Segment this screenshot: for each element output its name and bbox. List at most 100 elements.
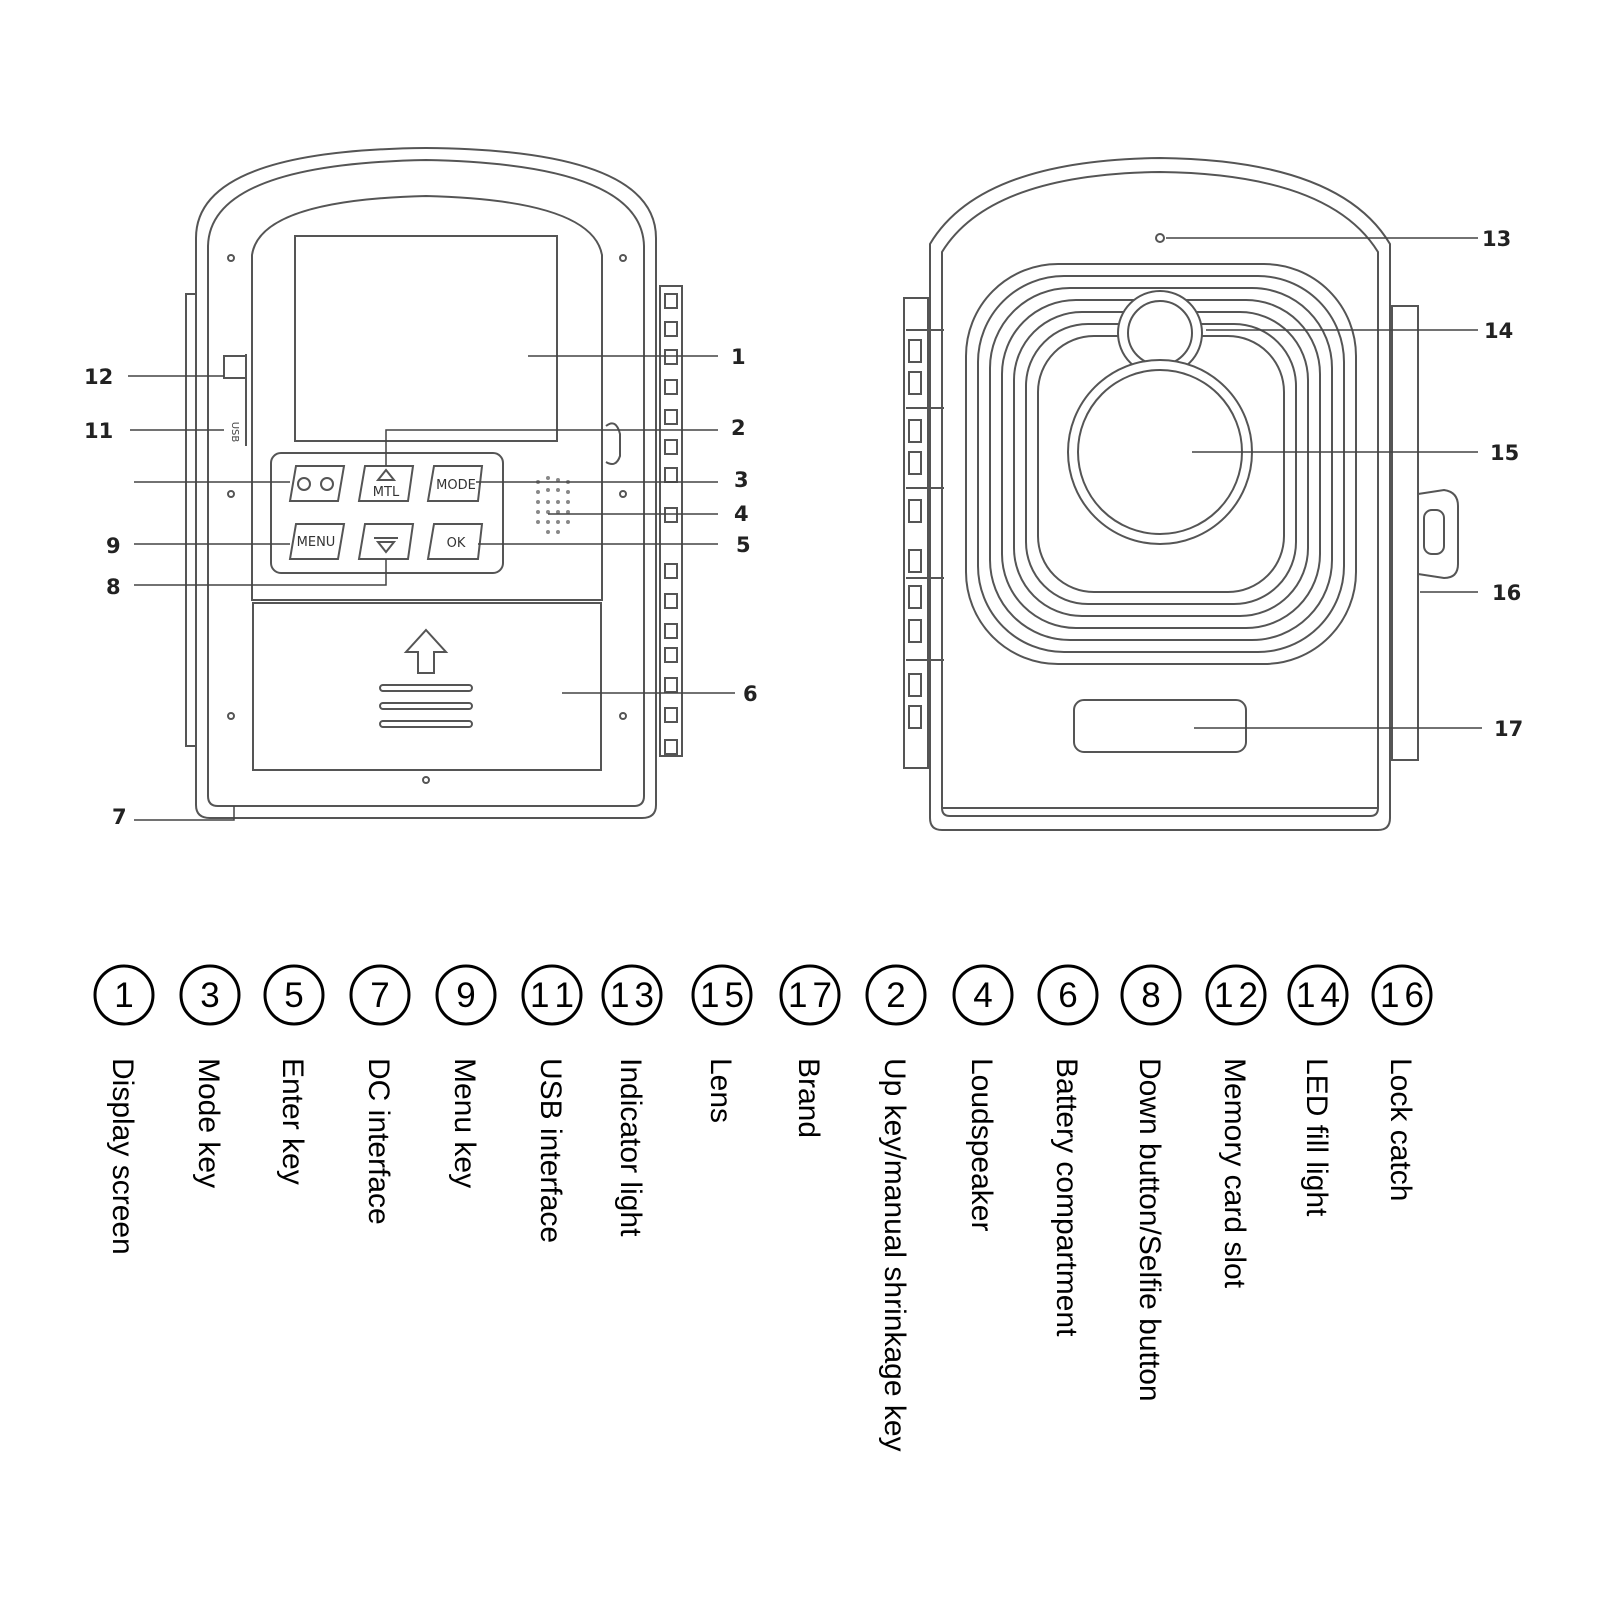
legend-number-16: 16 — [1380, 976, 1424, 1015]
power-icon-alt — [320, 477, 334, 491]
usb-side-label: USB — [229, 422, 240, 443]
legend-number-1: 1 — [114, 976, 133, 1015]
down-selfie-button[interactable] — [357, 523, 415, 560]
legend-number-6: 6 — [1058, 976, 1077, 1015]
legend-label-14: LED fill light — [1300, 1058, 1333, 1217]
legend-number-13: 13 — [610, 976, 654, 1015]
callout-2: 2 — [731, 416, 746, 440]
mode-button[interactable] — [426, 465, 484, 502]
mtl-label: MTL — [373, 485, 400, 500]
legend-circle-16 — [1371, 964, 1433, 1026]
lock-catch — [1417, 488, 1459, 580]
legend-circle-5 — [263, 964, 325, 1026]
legend-number-17: 17 — [788, 976, 832, 1015]
legend-circle-13 — [601, 964, 663, 1026]
legend-label-7: DC interface — [362, 1058, 395, 1225]
legend-label-9: Menu key — [448, 1058, 481, 1188]
callout-5: 5 — [736, 533, 751, 557]
menu-button[interactable] — [288, 523, 346, 560]
legend-circle-3 — [179, 964, 241, 1026]
brand-plate — [1073, 699, 1247, 753]
back-housing-inner — [207, 158, 645, 807]
legend-label-5: Enter key — [276, 1058, 309, 1185]
button-panel — [270, 452, 504, 574]
callout-numbers: 1 2 3 4 5 6 7 8 9 11 12 13 14 15 16 17 — [84, 227, 1523, 829]
front-housing-outer — [929, 156, 1391, 831]
front-leader-lines — [1166, 237, 1482, 729]
camera-front-view — [903, 156, 1459, 831]
legend-number-2: 2 — [886, 976, 905, 1015]
legend-circle-15 — [691, 964, 753, 1026]
callout-14: 14 — [1484, 319, 1513, 343]
power-icon — [297, 477, 311, 491]
callout-16: 16 — [1492, 581, 1521, 605]
front-housing-inner — [941, 170, 1379, 817]
memory-card-slot — [223, 355, 247, 379]
legend-circle-17 — [779, 964, 841, 1026]
battery-compartment — [252, 602, 602, 771]
dc-interface — [605, 422, 621, 465]
legend-number-4: 4 — [973, 976, 992, 1015]
back-housing-outer — [195, 146, 657, 819]
legend-number-15: 15 — [700, 976, 744, 1015]
legend-label-11: USB interface — [534, 1058, 567, 1243]
legend-circle-12 — [1205, 964, 1267, 1026]
legend-circle-6 — [1037, 964, 1099, 1026]
legend-number-3: 3 — [200, 976, 219, 1015]
legend-circle-7 — [349, 964, 411, 1026]
up-mtl-button[interactable] — [357, 465, 415, 502]
up-arrow-icon — [375, 468, 397, 481]
mode-label: MODE — [436, 478, 476, 493]
legend-circle-1 — [93, 964, 155, 1026]
ok-button[interactable] — [426, 523, 484, 560]
callout-7: 7 — [112, 805, 127, 829]
legend-label-1: Display screen — [106, 1058, 139, 1255]
power-button[interactable] — [288, 465, 346, 502]
legend-circle-8 — [1120, 964, 1182, 1026]
indicator-light — [1155, 233, 1165, 243]
legend-circle-2 — [865, 964, 927, 1026]
callout-12: 12 — [84, 365, 113, 389]
speaker-grille — [536, 476, 570, 534]
callout-9: 9 — [106, 534, 121, 558]
menu-label: MENU — [297, 535, 336, 550]
legend-label-12: Memory card slot — [1218, 1058, 1251, 1289]
legend-label-2: Up key/manual shrinkage key — [878, 1058, 911, 1452]
legend-label-16: Lock catch — [1384, 1058, 1417, 1201]
legend-circle-4 — [952, 964, 1014, 1026]
camera-back-view — [185, 146, 683, 819]
back-face-panel — [251, 194, 603, 601]
legend-label-17: Brand — [792, 1058, 825, 1138]
callout-3: 3 — [734, 468, 749, 492]
legend-circle-11 — [521, 964, 583, 1026]
legend-circle-14 — [1287, 964, 1349, 1026]
back-leader-lines — [128, 355, 735, 821]
legend-label-13: Indicator light — [614, 1058, 647, 1237]
callout-15: 15 — [1490, 441, 1519, 465]
callout-11: 11 — [84, 419, 113, 443]
legend-label-4: Loudspeaker — [965, 1058, 998, 1231]
legend-circle-9 — [435, 964, 497, 1026]
legend-number-9: 9 — [456, 976, 475, 1015]
legend-label-8: Down button/Selfie button — [1133, 1058, 1166, 1402]
legend-number-14: 14 — [1296, 976, 1340, 1015]
legend-number-8: 8 — [1141, 976, 1160, 1015]
legend-number-7: 7 — [370, 976, 389, 1015]
callout-1: 1 — [731, 345, 746, 369]
ok-label: OK — [447, 536, 466, 551]
camera-parts-diagram: MTL MODE MENU OK USB — [84, 146, 1523, 1452]
legend-number-11: 11 — [530, 976, 574, 1015]
display-screen — [294, 235, 558, 442]
callout-6: 6 — [743, 682, 758, 706]
legend-label-3: Mode key — [192, 1058, 225, 1188]
arrow-up-icon — [403, 628, 449, 674]
right-side-strip — [1391, 305, 1419, 761]
right-hinge — [659, 285, 683, 757]
legend-label-6: Battery compartment — [1050, 1058, 1083, 1337]
callout-8: 8 — [106, 575, 121, 599]
callout-13: 13 — [1482, 227, 1511, 251]
legend-label-15: Lens — [704, 1058, 737, 1123]
callout-4: 4 — [734, 502, 749, 526]
legend-number-5: 5 — [284, 976, 303, 1015]
